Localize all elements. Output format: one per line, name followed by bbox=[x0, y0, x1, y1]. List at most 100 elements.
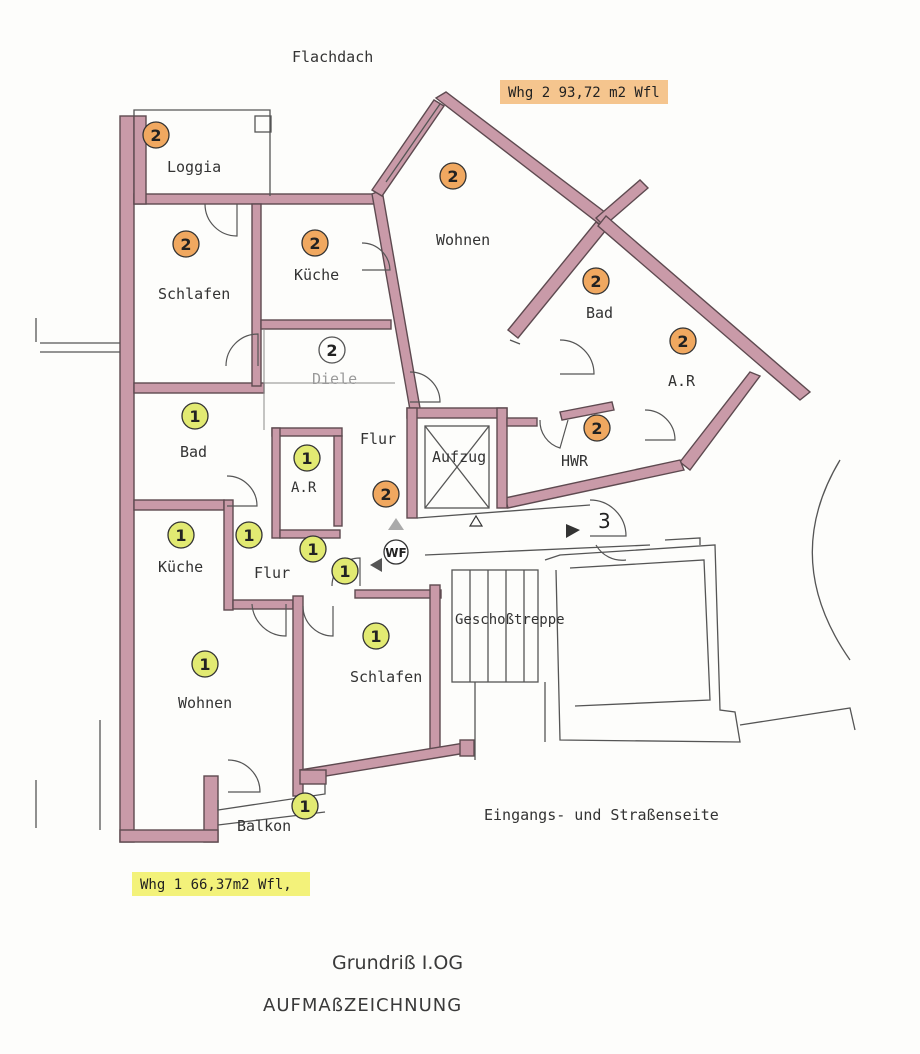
arrow-up-icon bbox=[468, 514, 484, 527]
unit1-badges: 1 1 1 1 1 1 1 1 1 bbox=[167, 402, 390, 820]
svg-text:1: 1 bbox=[199, 655, 210, 674]
svg-text:1: 1 bbox=[243, 526, 254, 545]
wall-schlafen-kueche bbox=[251, 203, 262, 387]
wall-kueche-flur bbox=[223, 499, 234, 611]
badge-flur-2: 2 bbox=[372, 480, 400, 508]
badge-ar-2: 2 bbox=[669, 327, 697, 355]
wall-aufzug-top bbox=[406, 407, 508, 419]
unit1-area-label: Whg 1 66,37m2 Wfl, bbox=[140, 877, 292, 893]
wall-aufzug-left bbox=[406, 407, 418, 519]
wall-ar1-right bbox=[333, 435, 343, 527]
neighbour-outline bbox=[544, 544, 741, 743]
label-flachdach: Flachdach bbox=[292, 48, 373, 66]
room-aufzug: Aufzug bbox=[432, 448, 486, 466]
thin-lines bbox=[35, 103, 856, 830]
svg-text:1: 1 bbox=[301, 449, 312, 468]
badge-schlafen-2: 2 bbox=[172, 230, 200, 258]
badge-flur-1: 1 bbox=[235, 521, 263, 549]
badge-wohnen-1: 1 bbox=[191, 650, 219, 678]
neighbour-inner bbox=[569, 559, 711, 707]
arrow-up-grey-icon bbox=[388, 518, 404, 530]
label-entrance-side: Eingangs- und Straßenseite bbox=[484, 806, 719, 824]
room-bad-1: Bad bbox=[180, 443, 207, 461]
room-schlafen-1: Schlafen bbox=[350, 668, 422, 686]
room-diele: Diele bbox=[312, 370, 357, 388]
doors bbox=[204, 203, 676, 793]
wall-schlafen1-left bbox=[292, 595, 304, 797]
door-hwr bbox=[539, 419, 569, 449]
wall-bottom-left bbox=[119, 829, 219, 843]
arrow-left-icon bbox=[370, 558, 382, 572]
wall-schlafen1-right bbox=[429, 584, 441, 756]
badge-balkon: 1 bbox=[291, 792, 319, 820]
svg-text:2: 2 bbox=[591, 419, 602, 438]
wall-balkon-top bbox=[299, 769, 327, 785]
room-bad-2: Bad bbox=[586, 304, 613, 322]
badge-bad-2: 2 bbox=[582, 267, 610, 295]
svg-text:2: 2 bbox=[677, 332, 688, 351]
svg-text:2: 2 bbox=[180, 235, 191, 254]
wall-flur-bottom bbox=[232, 599, 294, 610]
door-flur2 bbox=[409, 371, 441, 403]
wall-aufzug-right bbox=[496, 407, 508, 509]
room-flur-2: Flur bbox=[360, 430, 396, 448]
wall-loggia-bottom bbox=[133, 193, 375, 205]
room-wohnen-1: Wohnen bbox=[178, 694, 232, 712]
badge-diele: 2 bbox=[318, 336, 346, 364]
balkon-railing bbox=[217, 784, 326, 811]
svg-text:1: 1 bbox=[189, 407, 200, 426]
door-schlafen1 bbox=[302, 605, 334, 637]
right-arc bbox=[811, 459, 851, 661]
neighbour-tail bbox=[739, 707, 856, 731]
room-ar-2: A.R bbox=[668, 372, 696, 390]
room-treppe: Geschoßtreppe bbox=[455, 612, 565, 628]
door-kueche2 bbox=[361, 242, 391, 271]
wall-ar1-top bbox=[271, 427, 343, 437]
arrow-right-icon bbox=[566, 524, 580, 538]
svg-text:2: 2 bbox=[326, 341, 337, 360]
stair-number: 3 bbox=[598, 509, 611, 533]
svg-text:1: 1 bbox=[307, 540, 318, 559]
stair-outline bbox=[451, 569, 539, 683]
plan-title: Grundriß I.OG bbox=[332, 952, 463, 974]
badge-wohnen-2: 2 bbox=[439, 162, 467, 190]
stub-line bbox=[509, 339, 521, 345]
wall-kueche-wohnen bbox=[371, 189, 421, 411]
unit2-highlight bbox=[500, 80, 668, 104]
wall-left-exterior bbox=[119, 115, 135, 843]
svg-text:1: 1 bbox=[175, 526, 186, 545]
wohnen-window-line bbox=[385, 103, 441, 183]
wall-wohnen-top bbox=[434, 91, 611, 227]
loggia-railing bbox=[133, 109, 271, 196]
svg-text:1: 1 bbox=[370, 627, 381, 646]
room-kueche-1: Küche bbox=[158, 558, 203, 576]
corridor-top bbox=[416, 504, 591, 519]
wall-ar-right bbox=[679, 371, 762, 471]
loggia-post bbox=[254, 115, 272, 133]
room-kueche-2: Küche bbox=[294, 266, 339, 284]
svg-text:2: 2 bbox=[447, 167, 458, 186]
walls bbox=[119, 91, 812, 843]
door-diele bbox=[225, 333, 259, 367]
svg-text:2: 2 bbox=[150, 126, 161, 145]
wall-schlafen-bad bbox=[133, 382, 265, 394]
wall-hwr-top bbox=[559, 401, 615, 421]
door-entry3 bbox=[589, 499, 627, 537]
badge-hwr: 2 bbox=[583, 414, 611, 442]
badge-kueche-1: 1 bbox=[167, 521, 195, 549]
wall-ar1-left bbox=[271, 427, 281, 539]
room-loggia: Loggia bbox=[167, 158, 221, 176]
room-wohnen-2: Wohnen bbox=[436, 231, 490, 249]
wall-kueche-diele bbox=[260, 319, 392, 330]
badge-schlafen-1: 1 bbox=[362, 622, 390, 650]
badge-corridor-1: 1 bbox=[299, 535, 327, 563]
badge-ar-1: 1 bbox=[293, 444, 321, 472]
unit2-area-label: Whg 2 93,72 m2 Wfl bbox=[508, 85, 660, 101]
unit2-badges: 2 2 2 2 2 2 2 2 2 bbox=[142, 121, 697, 508]
corridor-bottom bbox=[424, 544, 651, 556]
door-entry3-lower bbox=[595, 544, 627, 561]
badge-loggia: 2 bbox=[142, 121, 170, 149]
door-flur1 bbox=[251, 603, 287, 637]
wall-bottom-corner bbox=[459, 739, 475, 757]
